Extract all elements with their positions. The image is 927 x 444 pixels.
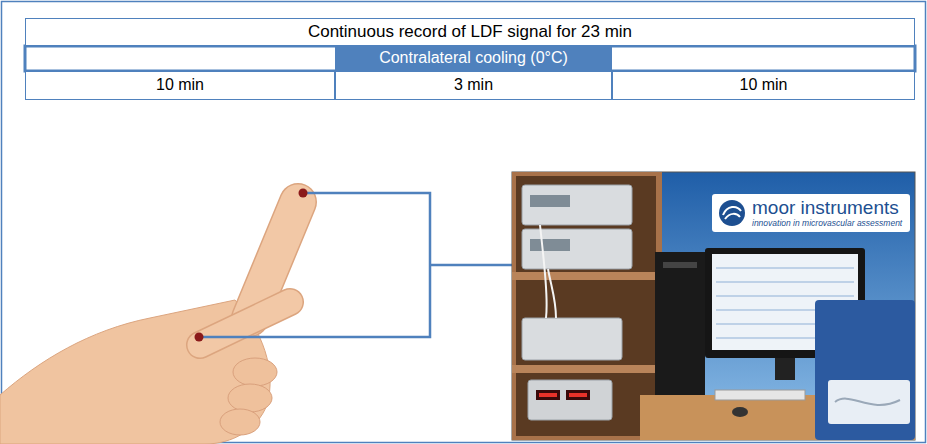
table-header-cell: Continuous record of LDF signal for 23 m… (25, 18, 915, 46)
pc-tower (655, 252, 705, 400)
logo-text: moor instrumentsinnovation in microvascu… (752, 198, 902, 228)
brand-tagline: innovation in microvascular assessment (752, 219, 902, 228)
probe-case (815, 300, 915, 440)
equipment-photo (512, 172, 915, 440)
probe-wire (430, 264, 512, 267)
curled-finger (228, 384, 272, 412)
thumb (200, 302, 290, 345)
mouse (732, 407, 748, 417)
led-digits (569, 393, 587, 397)
probe-cable (540, 225, 556, 318)
probe-tray (828, 380, 910, 424)
cell-text: Contralateral cooling (0°C) (379, 49, 568, 67)
cooling-phase-cell: Contralateral cooling (0°C) (335, 46, 612, 71)
duration-cell: 10 min (25, 71, 335, 100)
laser-doppler-unit (522, 229, 632, 269)
cell-text: 10 min (156, 76, 204, 94)
probe-cable (835, 399, 900, 405)
logo-swirl (723, 207, 741, 219)
thumb-outline (200, 302, 290, 345)
photo-background (512, 172, 915, 440)
control-unit (522, 318, 622, 360)
cabinet (512, 172, 662, 440)
shelf (512, 272, 662, 280)
probe-site (299, 189, 308, 198)
shelf (512, 365, 662, 373)
led-display (536, 390, 560, 400)
logo-badge: moor instrumentsinnovation in microvascu… (712, 194, 910, 232)
duration-cell: 10 min (612, 71, 915, 100)
logo-icon (718, 199, 746, 227)
duration-cell: 3 min (335, 71, 612, 100)
laser-doppler-unit (522, 185, 632, 225)
keyboard (715, 390, 805, 400)
table-row-frame (25, 46, 915, 71)
brand-name: moor instruments (752, 198, 902, 219)
display (530, 195, 570, 207)
cabinet-inside (516, 176, 656, 436)
display (530, 239, 570, 251)
monitor-stand (775, 358, 795, 380)
hand-illustration (0, 202, 298, 444)
cell-text: 10 min (739, 76, 787, 94)
cell-text: 3 min (454, 76, 493, 94)
probe-site (195, 333, 204, 342)
probe-wire (199, 193, 430, 337)
curled-finger (220, 409, 260, 435)
logo-disc (719, 200, 745, 226)
cell-text: Continuous record of LDF signal for 23 m… (308, 22, 632, 42)
curled-finger (233, 358, 277, 386)
led-digits (539, 393, 557, 397)
drive-bay (663, 262, 697, 268)
temperature-unit (528, 380, 612, 420)
led-display (566, 390, 590, 400)
